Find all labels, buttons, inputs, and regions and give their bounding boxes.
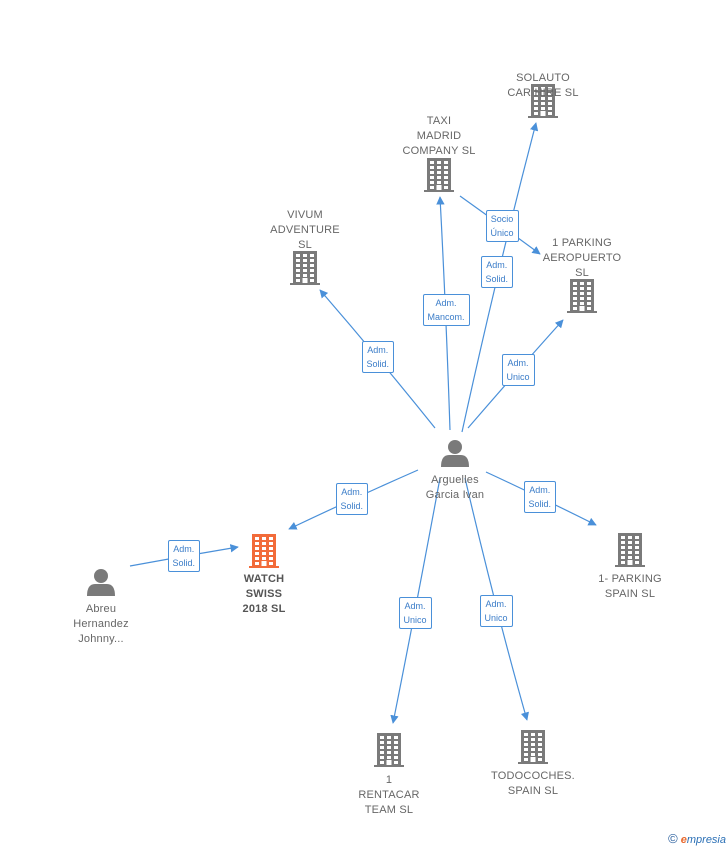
relation-label-arguelles-solauto[interactable]: Adm. Solid.	[480, 256, 514, 288]
person-icon[interactable]	[87, 569, 115, 596]
building-icon[interactable]	[290, 251, 320, 285]
relation-label-arguelles-vivum[interactable]: Adm. Solid.	[361, 341, 395, 373]
building-icon[interactable]	[518, 730, 548, 764]
copyright-icon: ©	[668, 831, 678, 846]
relation-label-abreu-watch[interactable]: Adm. Solid.	[167, 540, 201, 572]
building-icon[interactable]	[615, 533, 645, 567]
node-label-watch[interactable]: WATCH SWISS 2018 SL	[242, 573, 286, 615]
building-icon[interactable]	[528, 84, 558, 118]
relation-label-arguelles-watch[interactable]: Adm. Solid.	[335, 483, 369, 515]
node-label-taxi[interactable]: TAXI MADRID COMPANY SL	[402, 115, 476, 157]
relation-label-taxi-parking_aero[interactable]: Socio Único	[485, 210, 519, 242]
node-label-abreu[interactable]: Abreu Hernandez Johnny...	[73, 603, 129, 645]
node-label-parking_aero[interactable]: 1 PARKING AEROPUERTO SL	[542, 237, 622, 279]
node-label-rentacar[interactable]: 1 RENTACAR TEAM SL	[358, 774, 420, 816]
focus-building-icon[interactable]	[249, 534, 279, 568]
building-icon[interactable]	[567, 279, 597, 313]
node-label-solauto[interactable]: SOLAUTO CAR HIRE SL	[507, 72, 579, 99]
person-icon[interactable]	[441, 440, 469, 467]
building-icon[interactable]	[424, 158, 454, 192]
building-icon[interactable]	[374, 733, 404, 767]
node-label-arguelles[interactable]: Arguelles Garcia Ivan	[425, 474, 485, 501]
relation-label-arguelles-taxi[interactable]: Adm. Mancom.	[422, 294, 470, 326]
node-label-todocoches[interactable]: TODOCOCHES. SPAIN SL	[491, 770, 575, 797]
relation-label-arguelles-rentacar[interactable]: Adm. Unico	[398, 597, 432, 629]
brand-logo-text: mpresia	[686, 834, 726, 846]
relation-label-arguelles-parking_spain[interactable]: Adm. Solid.	[523, 481, 557, 513]
relation-label-arguelles-parking_aero[interactable]: Adm. Unico	[501, 354, 535, 386]
relation-label-arguelles-todocoches[interactable]: Adm. Unico	[479, 595, 513, 627]
brand-logo-e: e	[680, 834, 687, 846]
node-label-vivum[interactable]: VIVUM ADVENTURE SL	[270, 209, 340, 251]
brand-footer[interactable]: © empresia	[668, 831, 726, 846]
node-label-parking_spain[interactable]: 1- PARKING SPAIN SL	[598, 573, 662, 600]
